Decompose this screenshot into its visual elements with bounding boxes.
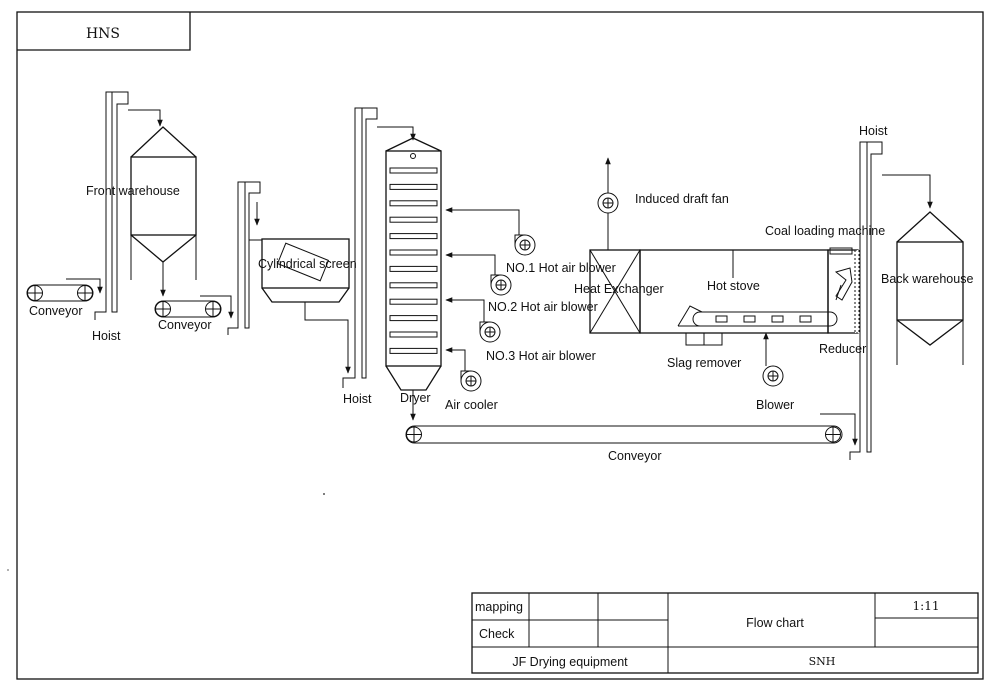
dryer-shelf xyxy=(389,282,438,289)
label-no2-blower: NO.2 Hot air blower xyxy=(488,300,598,314)
dryer-shelf xyxy=(389,183,438,190)
dryer-shelf xyxy=(389,233,438,240)
no1-hot-air-blower xyxy=(445,207,536,256)
label-blower: Blower xyxy=(756,398,794,412)
label-air-cooler: Air cooler xyxy=(445,398,498,412)
dryer-shelf xyxy=(389,331,438,338)
label-conveyor-left: Conveyor xyxy=(29,304,83,318)
dryer-shelf xyxy=(389,315,438,322)
dryer-shelf xyxy=(389,200,438,207)
no2-hot-air-blower xyxy=(445,252,512,296)
title-flow-chart: Flow chart xyxy=(746,616,804,630)
label-front-warehouse: Front warehouse xyxy=(86,184,180,198)
dryer-shelf xyxy=(389,298,438,305)
conveyor-2 xyxy=(154,295,234,319)
label-induced-draft-fan: Induced draft fan xyxy=(635,192,729,206)
hoist-2 xyxy=(342,107,416,388)
label-conveyor-2: Conveyor xyxy=(158,318,212,332)
hoist-3 xyxy=(849,141,933,460)
header-box: HNS xyxy=(17,12,191,51)
drawing-frame xyxy=(16,11,984,680)
dryer-shelf xyxy=(389,265,438,272)
dryer-shelf xyxy=(389,167,438,174)
header-code: HNS xyxy=(86,26,120,42)
label-coal-loading-machine: Coal loading machine xyxy=(765,224,885,238)
dryer-shelf xyxy=(389,249,438,256)
label-hoist-1: Hoist xyxy=(92,329,121,343)
cylindrical-screen xyxy=(249,238,351,374)
back-warehouse-silo xyxy=(896,211,964,365)
coal-loading-machine xyxy=(827,247,860,334)
dryer-shelf xyxy=(389,216,438,223)
label-reducer: Reducer xyxy=(819,342,866,356)
label-hoist-3: Hoist xyxy=(859,124,888,138)
label-back-warehouse: Back warehouse xyxy=(881,272,973,286)
label-no1-blower: NO.1 Hot air blower xyxy=(506,261,616,275)
dryer-tower xyxy=(385,137,442,391)
label-no3-blower: NO.3 Hot air blower xyxy=(486,349,596,363)
label-cylindrical-screen: Cylindrical screen xyxy=(258,257,357,271)
slag-remover xyxy=(685,332,723,346)
title-scale: 1:11 xyxy=(913,599,940,613)
no3-hot-air-blower xyxy=(445,297,501,343)
label-dryer: Dryer xyxy=(400,391,431,405)
stove-blower xyxy=(762,332,784,387)
induced-draft-fan xyxy=(597,157,619,250)
dryer-shelf xyxy=(389,347,438,354)
label-heat-exchanger: Heat Exchanger xyxy=(574,282,664,296)
label-hoist-2: Hoist xyxy=(343,392,372,406)
title-block xyxy=(471,592,979,674)
title-check: Check xyxy=(479,627,515,641)
hoist-1 xyxy=(94,91,163,320)
conveyor-bottom xyxy=(405,390,858,446)
front-warehouse-silo xyxy=(130,126,197,297)
hoist-small xyxy=(227,181,261,335)
title-code: SNH xyxy=(809,655,836,668)
title-company: JF Drying equipment xyxy=(512,655,628,669)
label-hot-stove: Hot stove xyxy=(707,279,760,293)
title-mapping: mapping xyxy=(475,600,523,614)
label-conveyor-bottom: Conveyor xyxy=(608,449,662,463)
conveyor-left xyxy=(26,278,103,302)
label-slag-remover: Slag remover xyxy=(667,356,741,370)
air-cooler xyxy=(445,347,482,392)
